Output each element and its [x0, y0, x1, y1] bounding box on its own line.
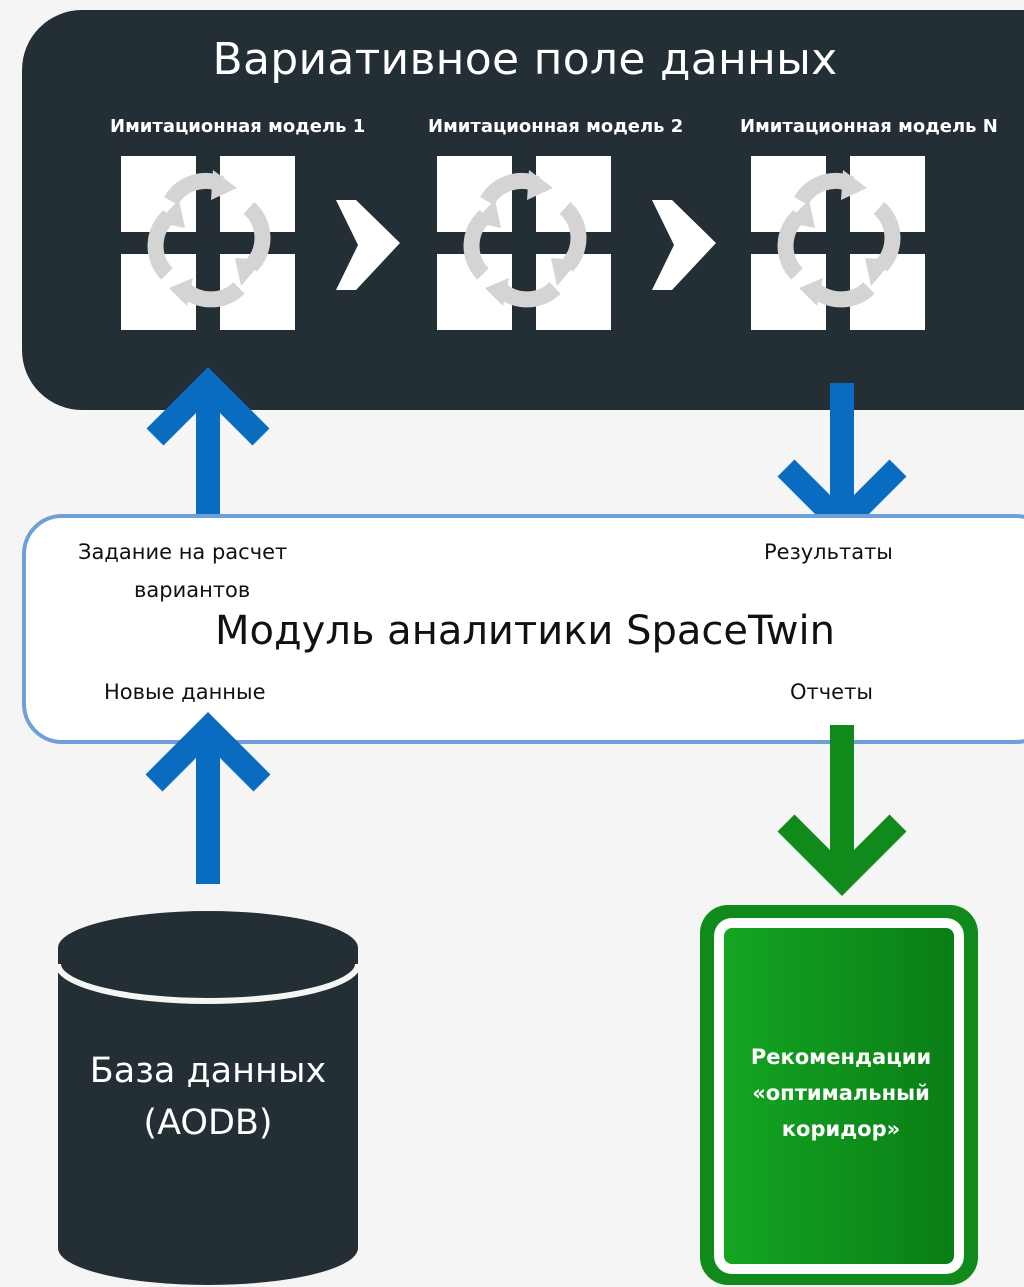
model-2-label: Имитационная модель 2 — [428, 116, 684, 137]
task-arrow-icon — [146, 367, 270, 530]
flow-arrow-icon — [652, 200, 716, 290]
flow-arrow-icon — [336, 200, 400, 290]
task-label: Задание на расчет — [78, 540, 288, 564]
module-title: Модуль аналитики SpaceTwin — [215, 608, 835, 654]
new-data-arrow-icon — [145, 712, 271, 884]
model-1-label: Имитационная модель 1 — [110, 116, 366, 137]
database-cylinder-icon — [55, 911, 361, 1285]
database-label: База данных — [89, 1051, 327, 1091]
task-label-cont: вариантов — [134, 578, 251, 602]
recommendations-line-3: коридор» — [781, 1117, 901, 1141]
results-label: Результаты — [764, 540, 893, 564]
reports-label: Отчеты — [790, 680, 873, 704]
database-label-sub: (AODB) — [143, 1103, 273, 1143]
analytics-module-box — [22, 514, 1024, 744]
recommendations-line-2: «оптимальный — [752, 1081, 930, 1105]
reports-arrow-icon — [777, 725, 907, 896]
new-data-label: Новые данные — [104, 680, 266, 704]
recommendations-line-1: Рекомендации — [750, 1045, 932, 1069]
model-n-label: Имитационная модель N — [740, 116, 998, 137]
data-field-title: Вариативное поле данных — [212, 34, 838, 85]
recommendations-box — [700, 905, 978, 1285]
